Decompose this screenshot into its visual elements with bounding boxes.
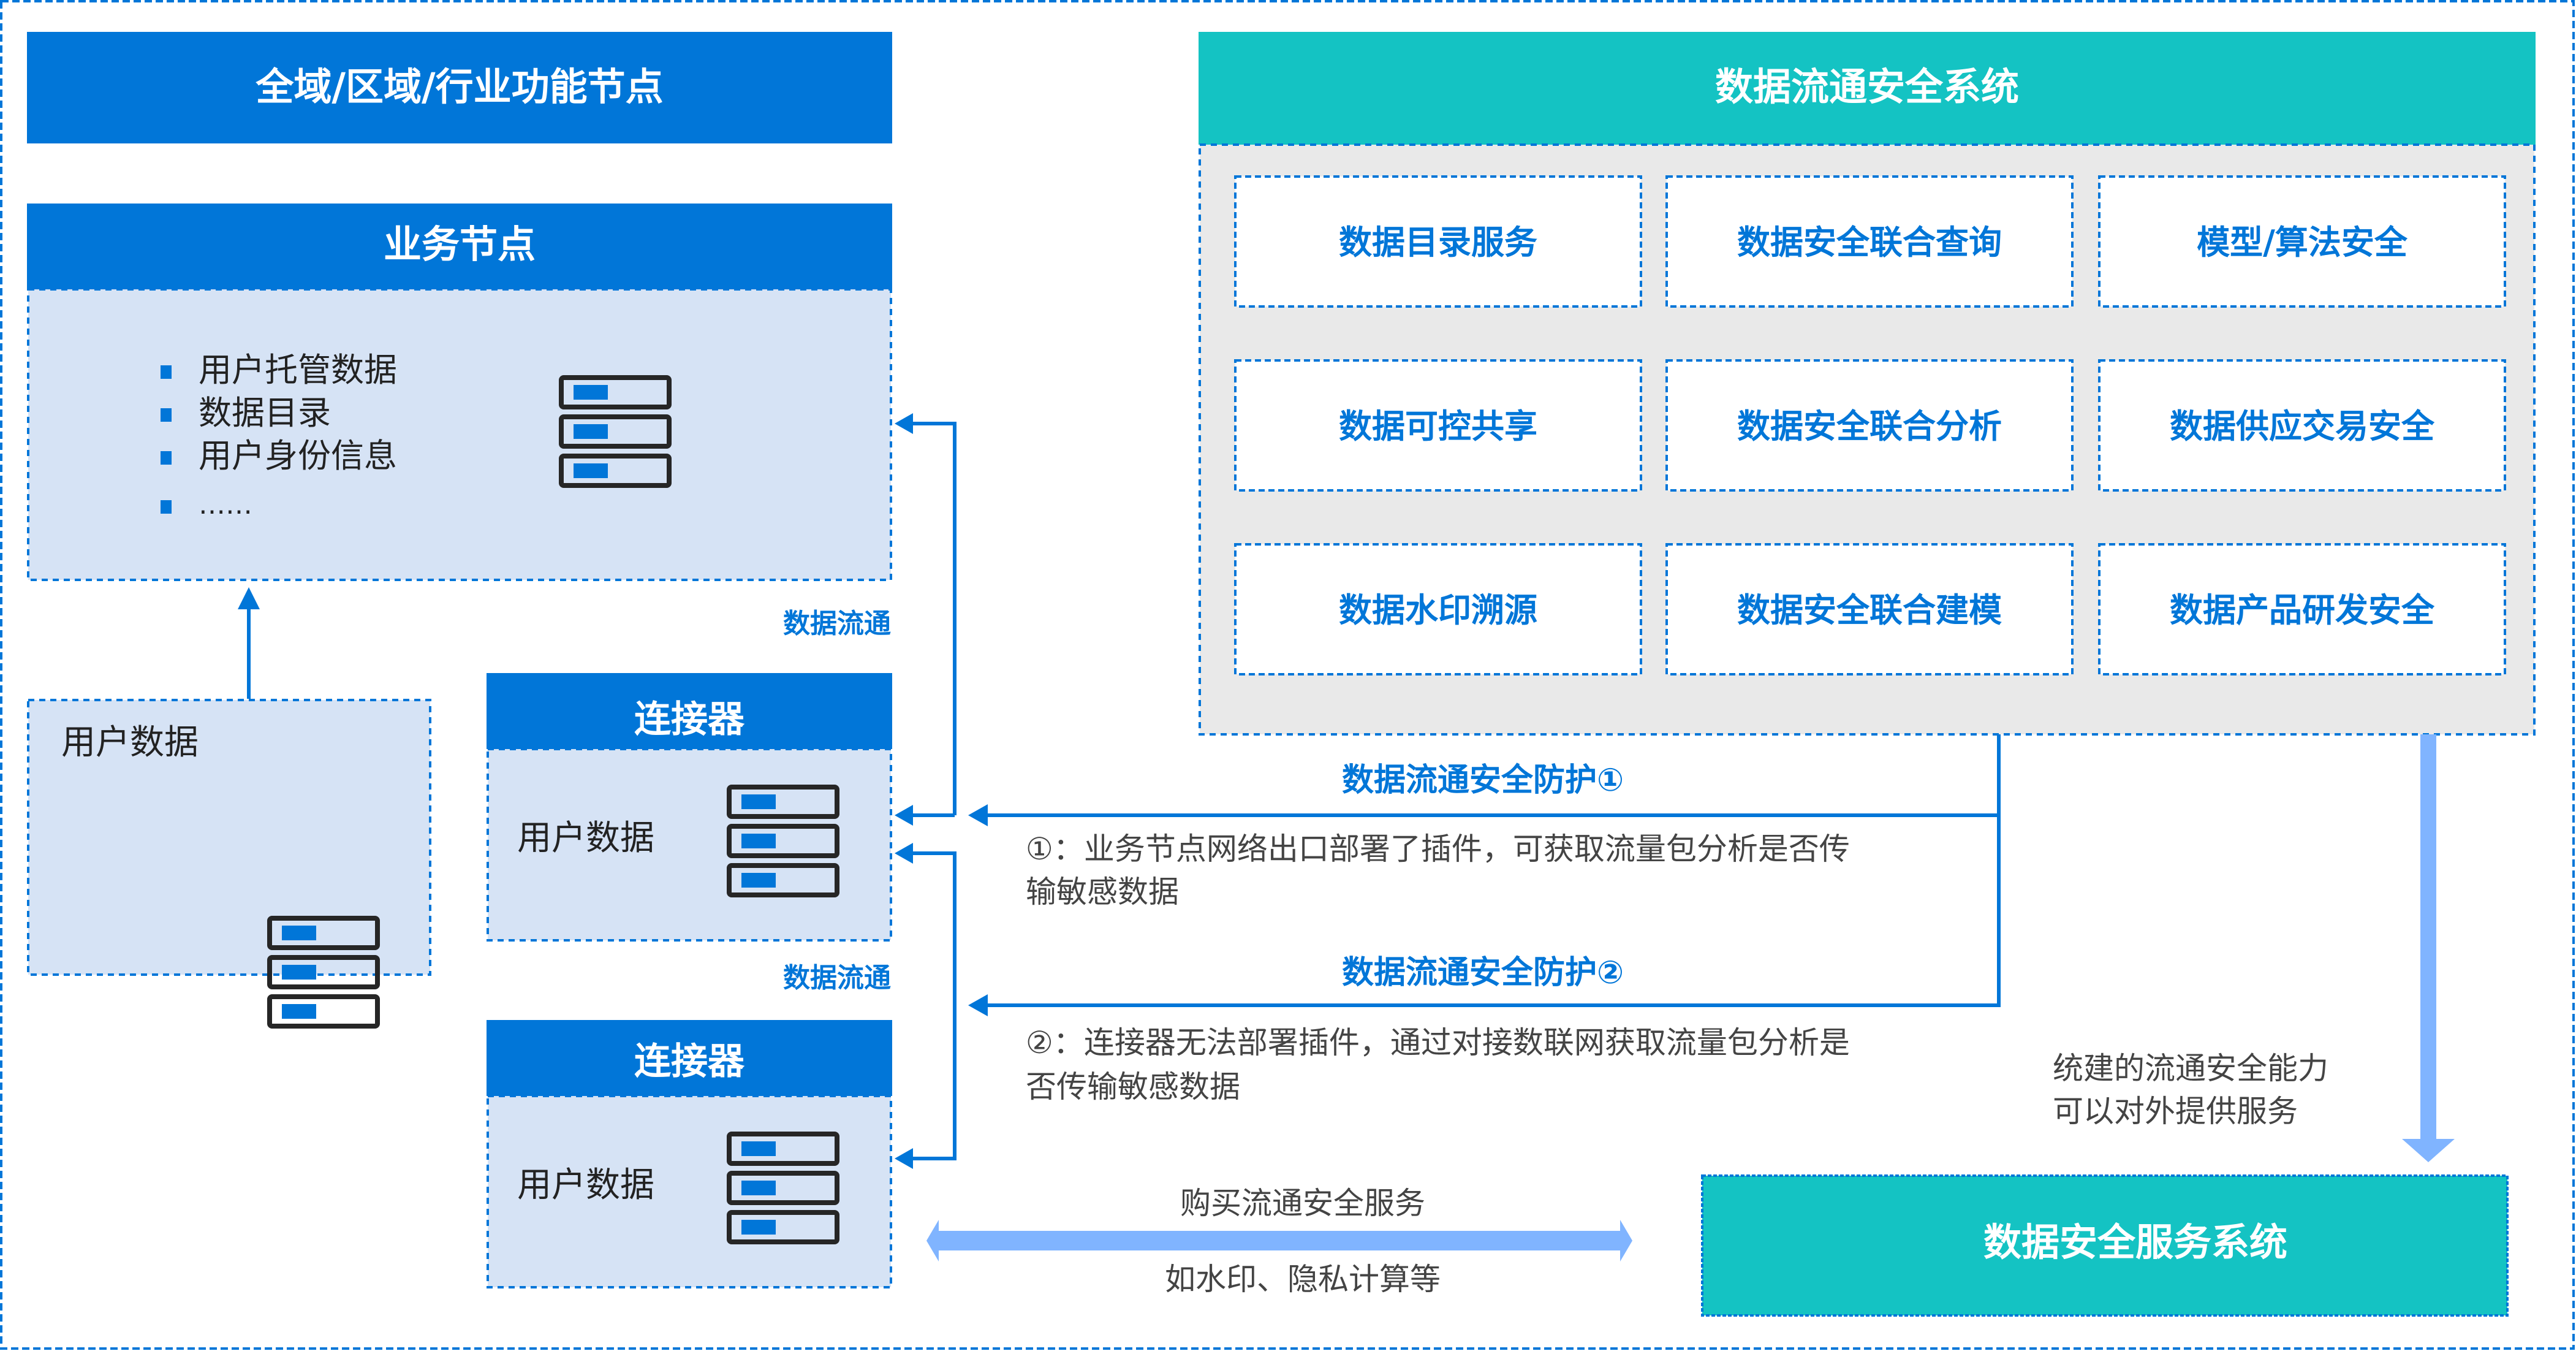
module-label: 数据产品研发安全 <box>2170 591 2435 630</box>
protection-2-desc-line1: ②：连接器无法部署插件，通过对接数联网获取流量包分析是 <box>1026 1025 1850 1060</box>
protection-2-title: 数据流通安全防护② <box>1342 954 1624 991</box>
business-node-title: 业务节点 <box>384 222 536 267</box>
capability-note-line1: 统建的流通安全能力 <box>2053 1051 2328 1086</box>
data-security-service-system: 数据安全服务系统 <box>1701 1174 2509 1317</box>
connector-1: 连接器 用户数据 <box>487 673 892 942</box>
module-card: 数据水印溯源 <box>1234 543 1642 676</box>
module-card: 数据供应交易安全 <box>2098 359 2506 492</box>
module-label: 数据安全联合查询 <box>1737 223 2002 262</box>
bullet-marker <box>161 408 172 422</box>
user-data-box: 用户数据 <box>27 699 431 1026</box>
module-label: 数据目录服务 <box>1339 223 1537 262</box>
connector-2-title: 连接器 <box>634 1040 745 1083</box>
business-node-bullet: 数据目录 <box>199 394 331 432</box>
protection-1-desc-line2: 输敏感数据 <box>1026 874 1179 910</box>
module-label: 数据供应交易安全 <box>2170 407 2435 446</box>
module-card: 数据产品研发安全 <box>2098 543 2506 676</box>
global-function-node-banner: 全域/区域/行业功能节点 <box>27 32 892 143</box>
system-title: 数据流通安全系统 <box>1715 64 2019 109</box>
module-card: 数据目录服务 <box>1234 175 1642 308</box>
capability-note-line2: 可以对外提供服务 <box>2053 1094 2298 1129</box>
module-card: 模型/算法安全 <box>2098 175 2506 308</box>
module-card: 数据安全联合分析 <box>1665 359 2074 492</box>
connector-1-label: 用户数据 <box>517 818 654 858</box>
module-card: 数据可控共享 <box>1234 359 1642 492</box>
upload-arrow <box>238 587 260 699</box>
connector-2: 连接器 用户数据 <box>487 1020 892 1288</box>
data-flow-label-1: 数据流通 <box>783 608 891 639</box>
bullet-marker <box>161 451 172 465</box>
data-flow-arrow-1 <box>895 413 957 826</box>
module-label: 数据可控共享 <box>1339 407 1537 446</box>
purchase-service-arrow <box>926 1220 1632 1262</box>
module-label: 数据安全联合建模 <box>1737 591 2002 630</box>
protection-1-title: 数据流通安全防护① <box>1342 762 1624 799</box>
business-node-bullet: …… <box>199 489 252 520</box>
protection-arrow-2 <box>968 815 2001 1016</box>
business-node-bullet: 用户身份信息 <box>199 436 397 475</box>
business-node: 业务节点 用户托管数据 数据目录 用户身份信息 …… <box>27 204 892 581</box>
module-label: 数据安全联合分析 <box>1737 407 2002 446</box>
data-flow-arrow-2 <box>895 843 957 1169</box>
bullet-marker <box>161 500 172 514</box>
service-system-title: 数据安全服务系统 <box>1983 1220 2287 1265</box>
purchase-label-top: 购买流通安全服务 <box>1180 1185 1425 1221</box>
bullet-marker <box>161 365 172 379</box>
module-card: 数据安全联合查询 <box>1665 175 2074 308</box>
user-data-label: 用户数据 <box>61 723 199 763</box>
module-label: 模型/算法安全 <box>2197 223 2408 262</box>
module-card: 数据安全联合建模 <box>1665 543 2074 676</box>
connector-1-title: 连接器 <box>634 698 745 741</box>
data-flow-label-2: 数据流通 <box>783 962 891 994</box>
protection-1-desc-line1: ①：业务节点网络出口部署了插件，可获取流量包分析是否传 <box>1026 831 1850 867</box>
purchase-label-bottom: 如水印、隐私计算等 <box>1165 1262 1441 1297</box>
global-function-node-title: 全域/区域/行业功能节点 <box>255 64 663 109</box>
module-label: 数据水印溯源 <box>1339 591 1537 630</box>
capability-arrow <box>2402 734 2455 1162</box>
connector-2-label: 用户数据 <box>517 1165 654 1205</box>
protection-2-desc-line2: 否传输敏感数据 <box>1026 1069 1240 1105</box>
business-node-bullet: 用户托管数据 <box>199 351 397 389</box>
